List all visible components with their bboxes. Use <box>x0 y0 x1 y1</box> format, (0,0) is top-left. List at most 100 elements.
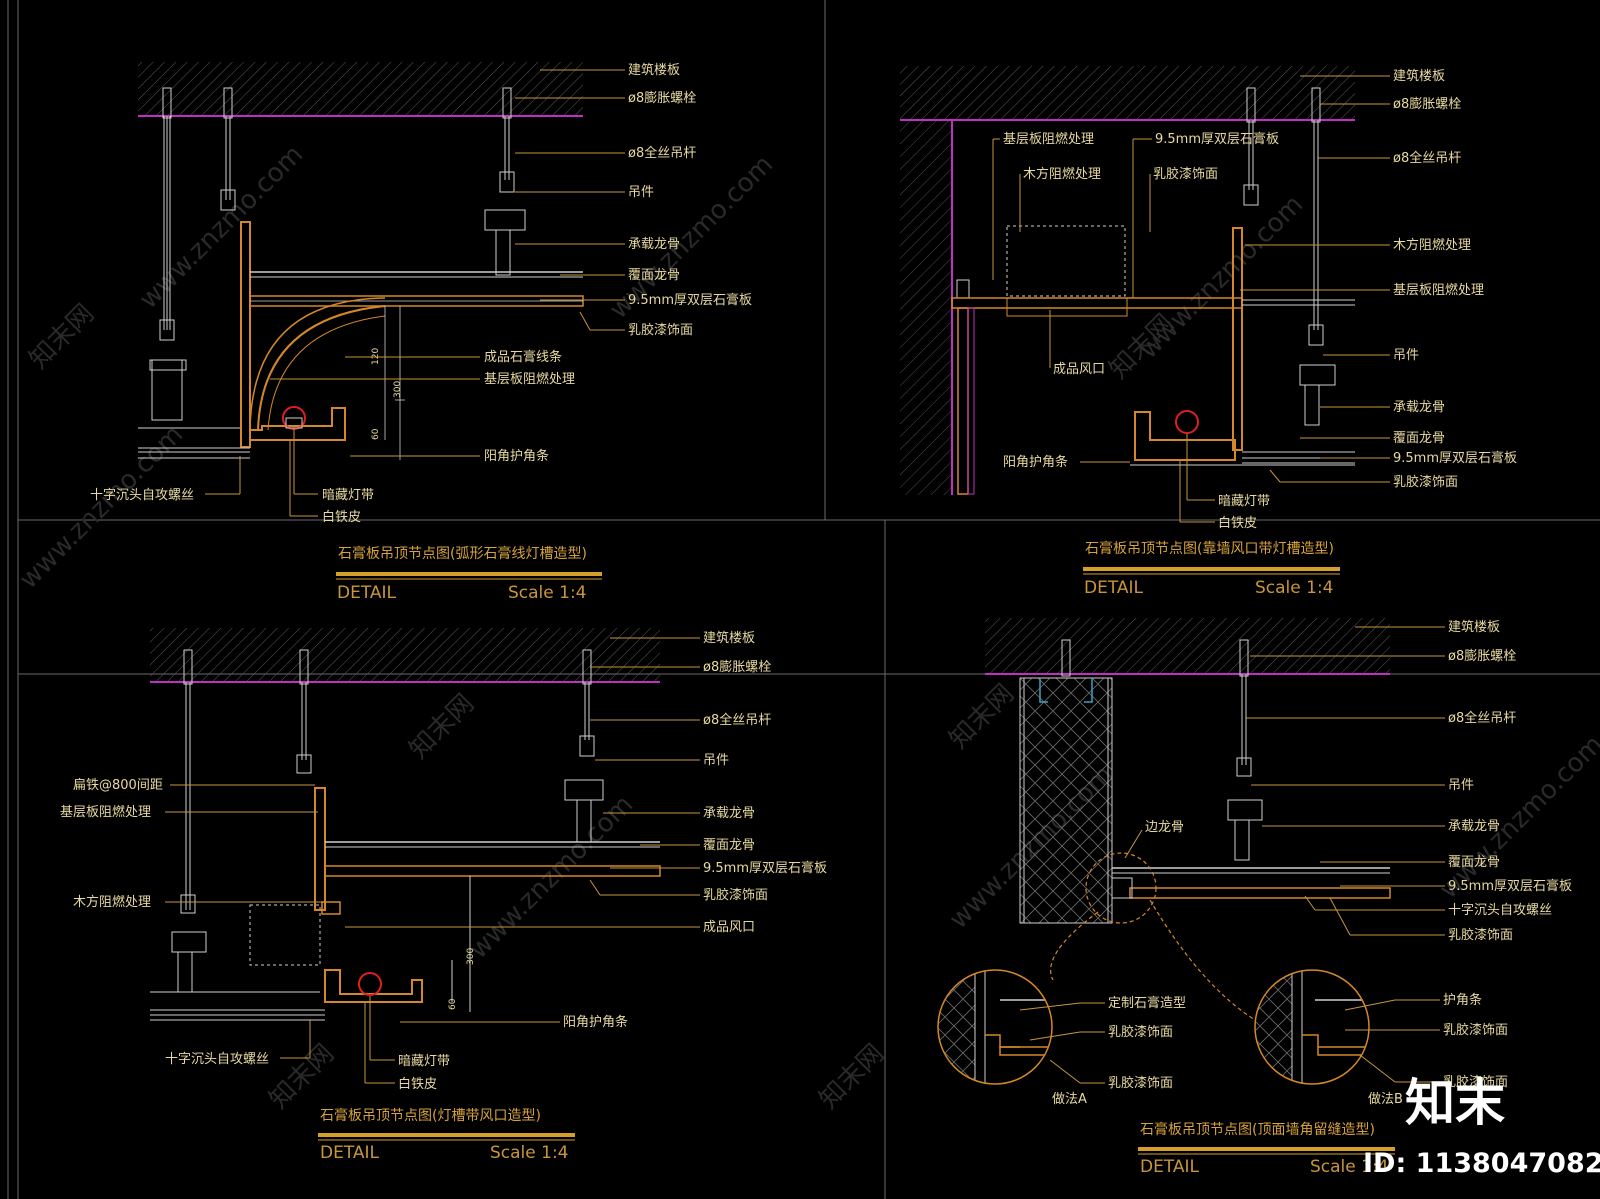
label-base-board-fire: 基层板阻燃处理 <box>1003 131 1094 147</box>
label-base-board-fire: 基层板阻燃处理 <box>484 371 575 387</box>
label-base-board-fire-right: 基层板阻燃处理 <box>1393 282 1484 298</box>
dimension-label: 300 <box>466 948 476 965</box>
label-threaded-rod: ø8全丝吊杆 <box>1448 710 1516 726</box>
watermark: www.znzmo.com <box>464 790 639 965</box>
label-method-b: 做法B <box>1368 1092 1403 1107</box>
label-threaded-rod: ø8全丝吊杆 <box>628 145 696 161</box>
label-hanger: 吊件 <box>1448 778 1474 793</box>
label-white-iron: 白铁皮 <box>1218 515 1257 531</box>
label-screw: 十字沉头自攻螺丝 <box>1448 903 1552 918</box>
label-gypsum-board: 9.5mm厚双层石膏板 <box>1393 450 1517 466</box>
label-flat-iron: 扁铁@800间距 <box>73 778 163 793</box>
label-latex-paint: 乳胶漆饰面 <box>1448 927 1513 943</box>
detail-label: DETAIL <box>1140 1157 1200 1177</box>
label-corner-guard: 阳角护角条 <box>1003 454 1068 470</box>
label-white-iron: 白铁皮 <box>398 1076 437 1092</box>
detail-label: DETAIL <box>320 1143 380 1163</box>
label-cover-keel: 覆面龙骨 <box>1393 431 1445 446</box>
label-latex-paint-top: 乳胶漆饰面 <box>1153 166 1218 182</box>
label-white-iron: 白铁皮 <box>322 509 361 525</box>
dimension-label: 300 <box>393 381 403 398</box>
brand-overlay: 知末 ID: 1138047082 <box>1363 1074 1600 1179</box>
panel-title: 石膏板吊顶节点图(顶面墙角留缝造型) <box>1140 1121 1375 1138</box>
scale-label: Scale 1:4 <box>1310 1157 1389 1177</box>
label-hanger: 吊件 <box>1393 348 1419 363</box>
watermark-site: 知末网 <box>264 1039 340 1115</box>
label-hanger: 吊件 <box>703 753 729 768</box>
detail-panel-3: 300 60 建筑楼板 ø8膨胀螺栓 ø8全丝吊杆 吊件 扁铁@800间距 基层… <box>60 628 827 1163</box>
label-main-keel: 承载龙骨 <box>703 806 755 821</box>
label-gypsum-board: 9.5mm厚双层石膏板 <box>703 860 827 876</box>
label-latex-paint-a2: 乳胶漆饰面 <box>1108 1075 1173 1091</box>
label-corner-guard: 护角条 <box>1443 992 1482 1008</box>
label-air-vent: 成品风口 <box>703 920 755 935</box>
label-gypsum-moulding: 成品石膏线条 <box>484 349 562 365</box>
label-hidden-light: 暗藏灯带 <box>322 488 374 503</box>
detail-panel-2: 建筑楼板 ø8膨胀螺栓 基层板阻燃处理 9.5mm厚双层石膏板 ø8全丝吊杆 木… <box>900 66 1517 598</box>
dimension-label: 60 <box>448 998 458 1010</box>
panel-title: 石膏板吊顶节点图(灯槽带风口造型) <box>320 1107 541 1124</box>
detail-label: DETAIL <box>337 583 397 603</box>
label-corner-guard: 阳角护角条 <box>484 448 549 464</box>
label-gypsum-board: 9.5mm厚双层石膏板 <box>628 292 752 308</box>
watermark-site: 知末网 <box>24 299 100 375</box>
brand-id: ID: 1138047082 <box>1363 1148 1600 1179</box>
label-expansion-bolt: ø8膨胀螺栓 <box>628 91 696 106</box>
scale-label: Scale 1:4 <box>508 583 587 603</box>
label-cover-keel: 覆面龙骨 <box>1448 855 1500 870</box>
label-main-keel: 承载龙骨 <box>628 237 680 252</box>
label-wood-fire-right: 木方阻燃处理 <box>1393 237 1471 253</box>
watermark: www.znzmo.com <box>134 140 309 315</box>
label-gypsum-board: 9.5mm厚双层石膏板 <box>1448 878 1572 894</box>
label-cover-keel: 覆面龙骨 <box>703 838 755 853</box>
label-latex-paint-b1: 乳胶漆饰面 <box>1443 1022 1508 1038</box>
label-wood-fire: 木方阻燃处理 <box>73 894 151 910</box>
detail-circle-b <box>1254 969 1370 1085</box>
label-base-board-fire: 基层板阻燃处理 <box>60 804 151 820</box>
label-hanger: 吊件 <box>628 185 654 200</box>
label-building-slab: 建筑楼板 <box>1393 68 1445 84</box>
label-building-slab: 建筑楼板 <box>1448 619 1500 635</box>
watermark-site: 知末网 <box>404 689 480 765</box>
label-expansion-bolt: ø8膨胀螺栓 <box>1448 649 1516 664</box>
watermark: www.znzmo.com <box>14 420 189 595</box>
label-corner-guard: 阳角护角条 <box>563 1014 628 1030</box>
label-screw: 十字沉头自攻螺丝 <box>90 488 194 503</box>
dimension-label: 120 <box>371 348 381 365</box>
label-edge-keel: 边龙骨 <box>1145 820 1184 835</box>
label-building-slab: 建筑楼板 <box>628 62 680 78</box>
label-screw: 十字沉头自攻螺丝 <box>165 1052 269 1067</box>
detail-circle-a <box>937 969 1053 1085</box>
scale-label: Scale 1:4 <box>1255 578 1334 598</box>
label-latex-paint: 乳胶漆饰面 <box>1393 474 1458 490</box>
label-latex-paint: 乳胶漆饰面 <box>628 322 693 338</box>
panel-title: 石膏板吊顶节点图(靠墙风口带灯槽造型) <box>1085 540 1334 557</box>
label-cover-keel: 覆面龙骨 <box>628 268 680 283</box>
label-method-a: 做法A <box>1052 1092 1087 1107</box>
label-air-vent: 成品风口 <box>1053 362 1105 377</box>
watermark-site: 知末网 <box>814 1039 890 1115</box>
label-threaded-rod: ø8全丝吊杆 <box>1393 150 1461 166</box>
watermark-site: 知末网 <box>944 679 1020 755</box>
label-expansion-bolt: ø8膨胀螺栓 <box>1393 97 1461 112</box>
label-hidden-light: 暗藏灯带 <box>1218 494 1270 509</box>
label-wood-fire: 木方阻燃处理 <box>1023 166 1101 182</box>
label-latex-paint-a1: 乳胶漆饰面 <box>1108 1024 1173 1040</box>
dimension-label: 60 <box>371 428 381 440</box>
detail-label: DETAIL <box>1084 578 1144 598</box>
detail-panel-1: 120 300 60 建筑楼板 ø8膨胀螺栓 ø8全丝吊杆 吊件 承载龙骨 覆面… <box>90 62 752 603</box>
detail-panel-4: 建筑楼板 ø8膨胀螺栓 ø8全丝吊杆 吊件 边龙骨 承载龙骨 覆面龙骨 9.5m… <box>937 618 1572 1177</box>
panel-title: 石膏板吊顶节点图(弧形石膏线灯槽造型) <box>338 545 587 562</box>
label-threaded-rod: ø8全丝吊杆 <box>703 712 771 728</box>
label-expansion-bolt: ø8膨胀螺栓 <box>703 660 771 675</box>
label-main-keel: 承载龙骨 <box>1393 400 1445 415</box>
scale-label: Scale 1:4 <box>490 1143 569 1163</box>
label-building-slab: 建筑楼板 <box>703 630 755 646</box>
label-latex-paint-b2: 乳胶漆饰面 <box>1443 1074 1508 1090</box>
label-latex-paint: 乳胶漆饰面 <box>703 887 768 903</box>
label-gypsum-board-top: 9.5mm厚双层石膏板 <box>1155 131 1279 147</box>
brand-logo: 知末 <box>1405 1074 1505 1132</box>
label-custom-gypsum: 定制石膏造型 <box>1108 995 1186 1011</box>
label-hidden-light: 暗藏灯带 <box>398 1054 450 1069</box>
